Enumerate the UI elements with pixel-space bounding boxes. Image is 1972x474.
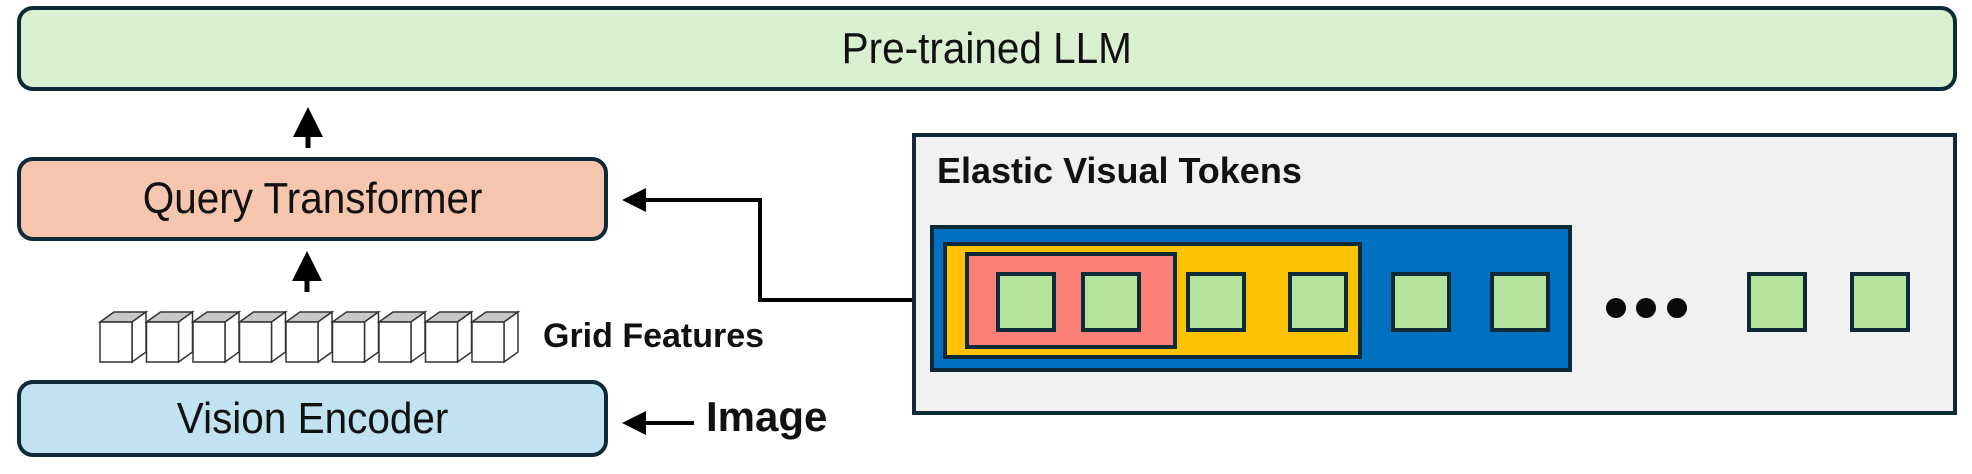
visual-token bbox=[1490, 272, 1550, 332]
visual-token bbox=[1186, 272, 1246, 332]
panel-title: Elastic Visual Tokens bbox=[937, 150, 1302, 191]
grid-feature-cube bbox=[283, 310, 335, 364]
grid-feature-cube bbox=[423, 310, 474, 364]
grid-feature-cube bbox=[376, 310, 428, 364]
query-transformer-block: Query Transformer bbox=[17, 157, 608, 241]
vision-encoder-block: Vision Encoder bbox=[17, 380, 608, 457]
grid-features-cubes bbox=[97, 310, 521, 364]
image-label: Image bbox=[706, 393, 828, 440]
visual-token bbox=[1747, 272, 1807, 332]
grid-features-label: Grid Features bbox=[543, 317, 765, 355]
ellipsis-dot bbox=[1667, 298, 1687, 318]
visual-token bbox=[1288, 272, 1348, 332]
ellipsis-dot bbox=[1606, 298, 1626, 318]
grid-feature-cube bbox=[469, 310, 521, 364]
arrow-tokens-to-qt bbox=[622, 188, 914, 302]
visual-token bbox=[996, 272, 1056, 332]
vision-encoder-label: Vision Encoder bbox=[176, 393, 449, 443]
llm-label: Pre-trained LLM bbox=[841, 23, 1133, 73]
visual-token bbox=[1081, 272, 1141, 332]
grid-feature-cube bbox=[237, 310, 288, 364]
grid-feature-cube bbox=[330, 310, 381, 364]
grid-feature-cube bbox=[97, 310, 149, 364]
visual-token bbox=[1391, 272, 1451, 332]
query-transformer-label: Query Transformer bbox=[142, 174, 483, 223]
pretrained-llm-block: Pre-trained LLM bbox=[17, 6, 1957, 91]
grid-feature-cube bbox=[144, 310, 195, 364]
visual-token bbox=[1850, 272, 1910, 332]
ellipsis-dot bbox=[1636, 298, 1656, 318]
grid-feature-cube bbox=[190, 310, 242, 364]
